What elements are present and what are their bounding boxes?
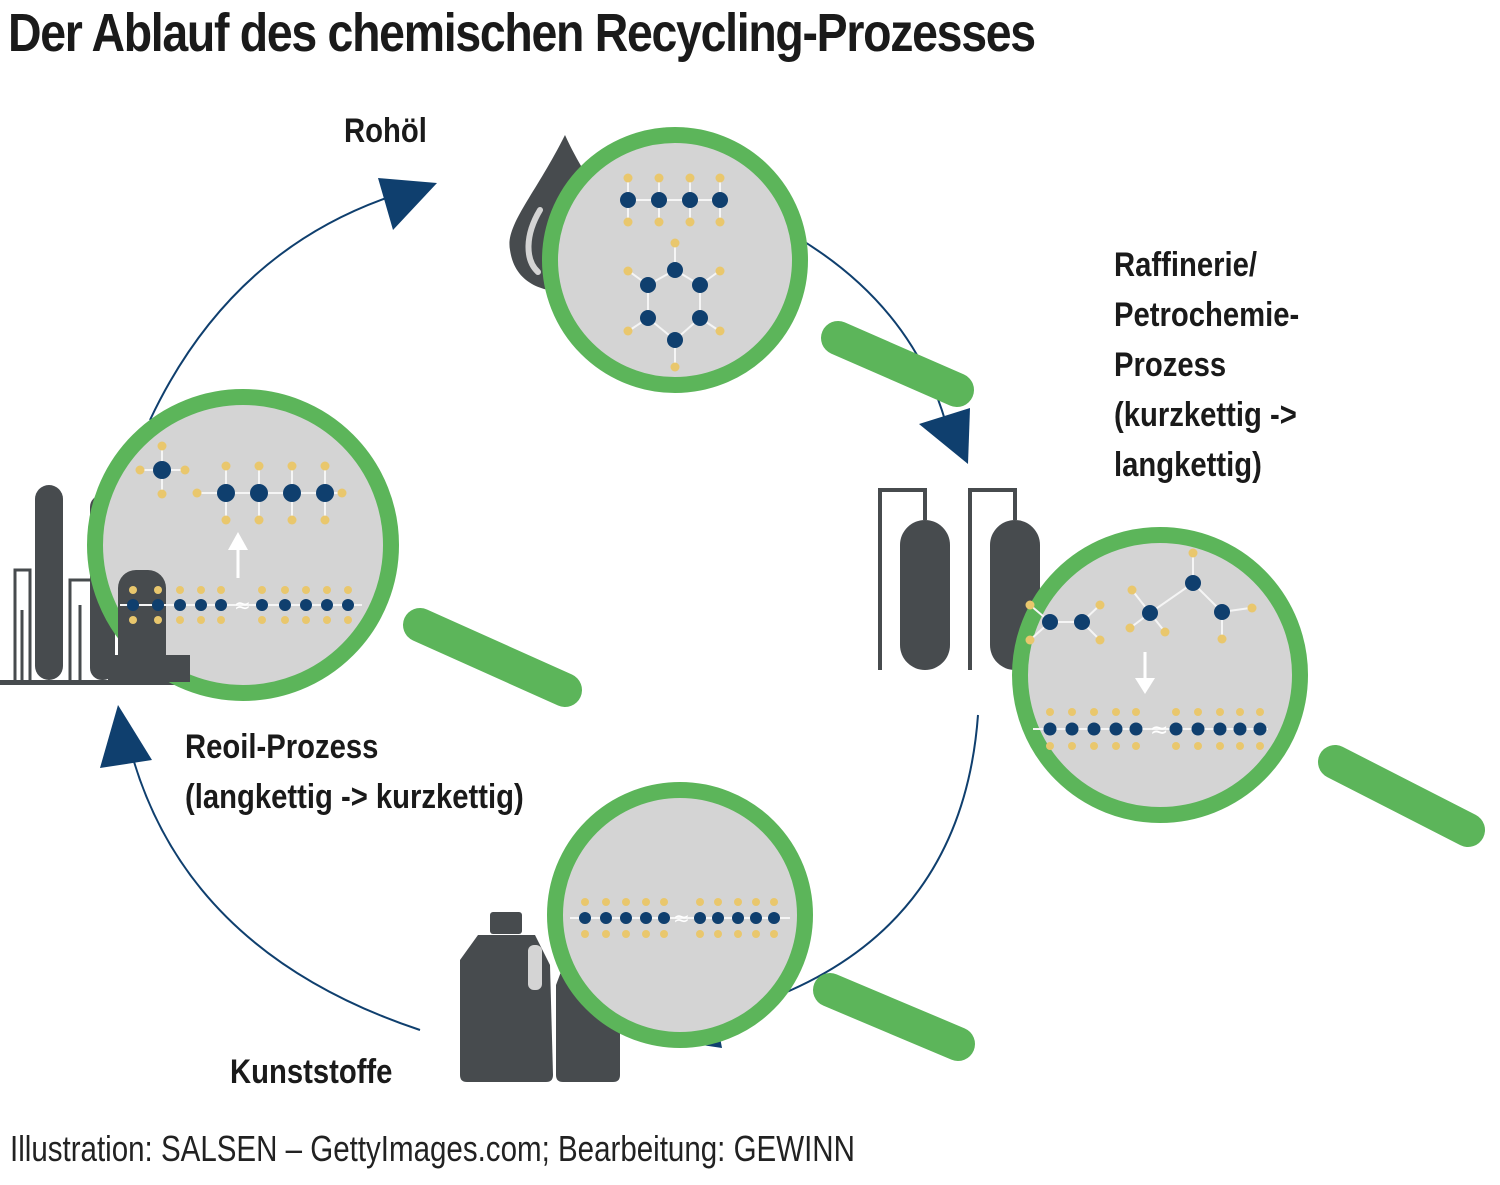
arrowhead-to-crude xyxy=(378,178,437,230)
arc-reoil-to-crude xyxy=(149,194,396,421)
arrowhead-to-reoil xyxy=(100,705,152,768)
label-reoil: Reoil-Prozess (langkettig -> kurzkettig) xyxy=(185,722,524,822)
magnifier-lens xyxy=(1012,527,1308,823)
magnifier-handle xyxy=(403,608,582,707)
label-crude-oil-text: Rohöl xyxy=(344,112,427,150)
down-arrow xyxy=(1135,652,1155,694)
label-refinery-line: Raffinerie/ xyxy=(1114,246,1257,284)
label-plastics: Kunststoffe xyxy=(230,1047,392,1097)
up-arrow xyxy=(228,532,248,578)
label-crude-oil: Rohöl xyxy=(344,106,427,156)
page-title: Der Ablauf des chemischen Recycling-Proz… xyxy=(8,3,1036,63)
label-plastics-text: Kunststoffe xyxy=(230,1053,393,1091)
magnifier-refinery: ≈ xyxy=(1012,527,1485,847)
label-refinery-line: langkettig) xyxy=(1114,446,1262,484)
magnifier-handle xyxy=(1318,745,1485,847)
magnifier-lens xyxy=(547,782,813,1048)
label-refinery-line: Petrochemie- xyxy=(1114,296,1300,334)
image-credit: Illustration: SALSEN – GettyImages.com; … xyxy=(10,1128,855,1169)
svg-text:≈: ≈ xyxy=(673,906,690,930)
label-refinery-line: Prozess xyxy=(1114,346,1227,384)
magnifier-plastics: ≈ xyxy=(547,782,975,1061)
refinery-tanks-icon xyxy=(878,488,1040,670)
label-refinery-line: (kurzkettig -> xyxy=(1114,396,1297,434)
label-reoil-line: Reoil-Prozess xyxy=(185,728,379,766)
magnifier-handle xyxy=(821,321,974,407)
svg-text:≈: ≈ xyxy=(1150,718,1168,743)
arrowhead-to-refinery xyxy=(919,408,970,464)
magnifier-crude-oil xyxy=(542,127,974,407)
magnifier-handle xyxy=(813,973,975,1061)
arc-plastics-to-reoil xyxy=(127,739,421,1031)
label-reoil-line: (langkettig -> kurzkettig) xyxy=(185,778,524,816)
svg-text:≈: ≈ xyxy=(234,593,251,617)
label-refinery: Raffinerie/ Petrochemie- Prozess (kurzke… xyxy=(1114,240,1299,490)
magnifier-reoil: ≈ xyxy=(87,389,582,707)
